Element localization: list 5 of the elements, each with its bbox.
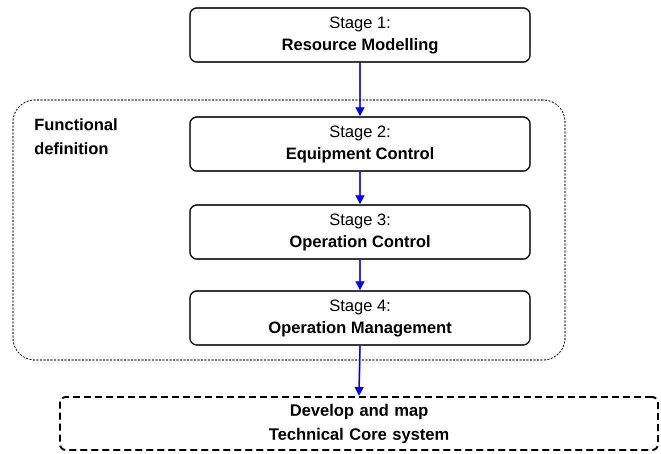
stage-box: Stage 3: Operation Control bbox=[189, 204, 531, 260]
stage-box: Stage 2: Equipment Control bbox=[189, 116, 531, 172]
stage-box: Stage 1: Resource Modelling bbox=[189, 7, 531, 63]
stage-box: Stage 4: Operation Management bbox=[189, 290, 531, 346]
target-box: Develop and map Technical Core system bbox=[59, 396, 659, 451]
